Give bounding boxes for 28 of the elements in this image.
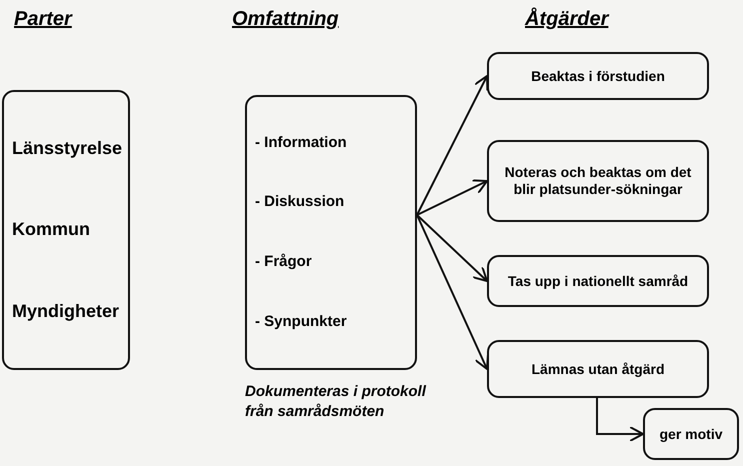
arrow [596, 398, 644, 442]
node-text: Tas upp i nationellt samråd [508, 272, 688, 290]
action-box [487, 340, 709, 398]
column-heading: Omfattning [232, 7, 339, 32]
note-text: Dokumenteras i protokoll från samrådsmöten [245, 382, 428, 421]
node-text: Länsstyrelse [12, 137, 120, 160]
node-text: Noteras och beaktas om det blir platsunder-sökningar [504, 164, 692, 198]
node-text: Lämnas utan åtgärd [531, 360, 665, 378]
parties-box [2, 90, 130, 370]
action-box [643, 408, 739, 460]
arrow [416, 214, 488, 282]
node-text: - Information [255, 132, 348, 153]
arrow [416, 214, 489, 370]
arrow [416, 179, 488, 216]
node-text: Beaktas i förstudien [531, 68, 665, 84]
node-text: Myndigheter [12, 300, 120, 323]
action-box [487, 255, 709, 307]
node-text: ger motiv [659, 426, 722, 442]
node-text: - Diskussion [255, 192, 346, 212]
node-text: Kommun [12, 218, 91, 242]
scope-box [245, 95, 417, 370]
column-heading: Parter [14, 7, 72, 32]
node-text: - Synpunkter [255, 312, 348, 332]
column-heading: Åtgärder [525, 6, 608, 32]
action-box [487, 52, 709, 100]
node-text: - Frågor [255, 252, 313, 272]
action-box [487, 140, 709, 222]
arrow [416, 75, 488, 216]
